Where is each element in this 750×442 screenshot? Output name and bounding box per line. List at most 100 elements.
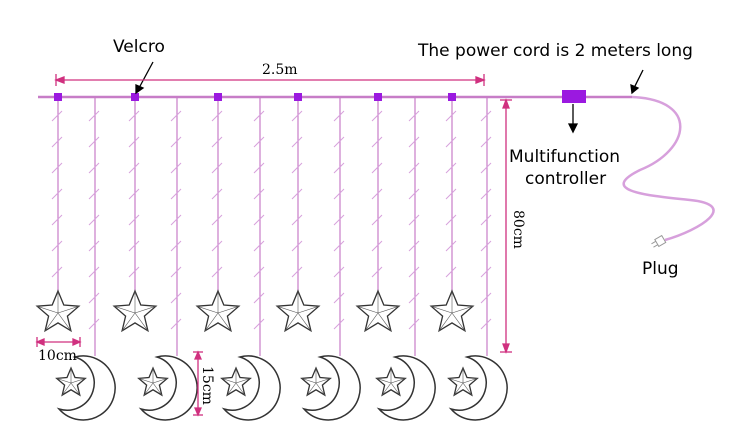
led-bulb: [211, 240, 223, 252]
star-ornament: [300, 366, 332, 397]
led-bulb: [211, 162, 223, 174]
star-ornament: [447, 366, 479, 397]
led-bulb: [170, 136, 182, 148]
led-bulb: [211, 266, 223, 278]
led-bulb: [88, 162, 100, 174]
led-bulb: [211, 188, 223, 200]
led-bulb: [408, 266, 420, 278]
width-label: 2.5m: [262, 62, 298, 78]
star-ornament: [137, 366, 169, 397]
led-bulb: [51, 110, 63, 122]
led-bulb: [88, 214, 100, 226]
led-bulb: [480, 214, 492, 226]
height-label: 80cm: [510, 210, 526, 249]
led-bulb: [291, 240, 303, 252]
moon-ornament: [138, 355, 198, 421]
led-bulb: [445, 214, 457, 226]
led-bulb: [291, 266, 303, 278]
led-bulb: [371, 162, 383, 174]
led-bulb: [408, 110, 420, 122]
moon-ornament: [301, 355, 361, 421]
moon-height-label: 15cm: [199, 366, 215, 405]
led-bulb: [253, 162, 265, 174]
power-cord: [622, 95, 715, 242]
star-ornament: [275, 289, 321, 333]
led-bulb: [408, 214, 420, 226]
led-bulb: [51, 240, 63, 252]
led-bulb: [170, 162, 182, 174]
led-bulb: [333, 292, 345, 304]
led-bulb: [445, 162, 457, 174]
led-bulb: [88, 188, 100, 200]
led-bulb: [480, 292, 492, 304]
star-ornament: [35, 289, 81, 333]
led-bulb: [291, 214, 303, 226]
plug-icon: [651, 234, 667, 248]
led-bulb: [253, 136, 265, 148]
led-bulb: [128, 110, 140, 122]
led-bulb: [253, 292, 265, 304]
controller-label-line1: Multifunction: [509, 147, 620, 167]
led-bulb: [408, 292, 420, 304]
led-bulb: [408, 188, 420, 200]
led-bulb: [291, 136, 303, 148]
led-bulb: [88, 266, 100, 278]
led-bulb: [408, 162, 420, 174]
led-bulb: [170, 188, 182, 200]
led-bulb: [170, 318, 182, 330]
led-bulb: [291, 110, 303, 122]
led-bulb: [253, 214, 265, 226]
moon-ornament: [221, 355, 281, 421]
led-bulb: [371, 188, 383, 200]
led-bulb: [445, 136, 457, 148]
led-bulb: [170, 110, 182, 122]
led-bulb: [170, 292, 182, 304]
led-bulb: [128, 214, 140, 226]
light-strands: [51, 97, 492, 356]
led-bulb: [408, 240, 420, 252]
led-bulb: [333, 266, 345, 278]
moon-ornament: [376, 355, 436, 421]
led-bulb: [480, 266, 492, 278]
led-bulb: [445, 188, 457, 200]
led-bulb: [170, 266, 182, 278]
star-ornament: [375, 366, 407, 397]
led-bulb: [170, 214, 182, 226]
star-width-label: 10cm: [38, 348, 77, 364]
controller-box: [562, 90, 586, 103]
led-bulb: [445, 110, 457, 122]
velcro-clip: [448, 93, 456, 101]
led-bulb: [88, 136, 100, 148]
led-bulb: [480, 240, 492, 252]
led-bulb: [480, 188, 492, 200]
led-bulb: [333, 136, 345, 148]
star-ornament: [195, 289, 241, 333]
led-bulb: [88, 318, 100, 330]
led-bulb: [51, 136, 63, 148]
led-bulb: [253, 266, 265, 278]
star-ornament: [220, 366, 252, 397]
led-bulb: [371, 214, 383, 226]
velcro-clip: [294, 93, 302, 101]
star-ornament: [355, 289, 401, 333]
led-bulb: [128, 240, 140, 252]
led-bulb: [333, 318, 345, 330]
led-bulb: [211, 136, 223, 148]
led-bulb: [128, 188, 140, 200]
led-bulb: [333, 188, 345, 200]
led-bulb: [253, 110, 265, 122]
led-bulb: [51, 162, 63, 174]
moon-ornament: [448, 355, 508, 421]
led-bulb: [371, 110, 383, 122]
led-bulb: [128, 136, 140, 148]
led-bulb: [480, 136, 492, 148]
led-bulb: [51, 188, 63, 200]
led-bulb: [51, 266, 63, 278]
led-bulb: [371, 240, 383, 252]
led-bulb: [253, 240, 265, 252]
velcro-clip: [374, 93, 382, 101]
star-ornament: [112, 289, 158, 333]
star-ornament: [55, 366, 87, 397]
led-bulb: [408, 136, 420, 148]
led-bulb: [408, 318, 420, 330]
